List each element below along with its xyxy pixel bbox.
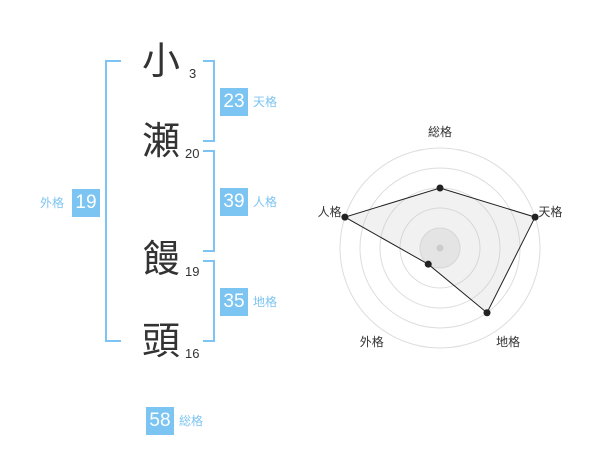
name-char-4: 頭	[142, 319, 181, 363]
gaikaku-value: 19	[72, 189, 100, 217]
jinkaku-value: 39	[220, 188, 248, 216]
chikaku-bracket	[203, 260, 215, 342]
radar-axis-label-5: 人格	[318, 204, 342, 219]
radar-axis-label-1: 総格	[428, 124, 452, 139]
radar-axis-label-2: 天格	[538, 204, 562, 219]
radar-axis-label-4: 外格	[360, 334, 384, 349]
chikaku-label: 地格	[253, 295, 278, 309]
radar-point-5	[341, 213, 349, 221]
gaikaku-label: 外格	[40, 196, 65, 210]
outer-bracket	[105, 60, 121, 342]
name-char-2: 瀬	[142, 119, 181, 163]
tenkaku-label: 天格	[253, 95, 278, 109]
chikaku-value: 35	[220, 288, 248, 316]
radar-point-4	[424, 260, 432, 268]
stroke-count-4: 16	[185, 346, 200, 361]
stroke-count-3: 19	[185, 264, 200, 279]
radar-point-2	[531, 213, 539, 221]
radar-point-3	[483, 309, 491, 317]
soukaku-label: 総格	[179, 414, 204, 428]
soukaku-value: 58	[146, 407, 174, 435]
tenkaku-value: 23	[220, 88, 248, 116]
jinkaku-bracket	[203, 150, 215, 252]
name-char-1: 小	[142, 39, 181, 83]
radar-axis-label-3: 地格	[496, 334, 520, 349]
radar-ring-5	[339, 147, 541, 349]
stroke-count-2: 20	[185, 146, 200, 161]
radar-center-dot	[436, 244, 444, 252]
name-char-3: 饅	[142, 237, 181, 281]
jinkaku-label: 人格	[253, 195, 278, 209]
stroke-count-1: 3	[189, 66, 197, 81]
radar-point-1	[436, 184, 444, 192]
radar-points	[341, 184, 539, 317]
tenkaku-bracket	[203, 60, 215, 142]
